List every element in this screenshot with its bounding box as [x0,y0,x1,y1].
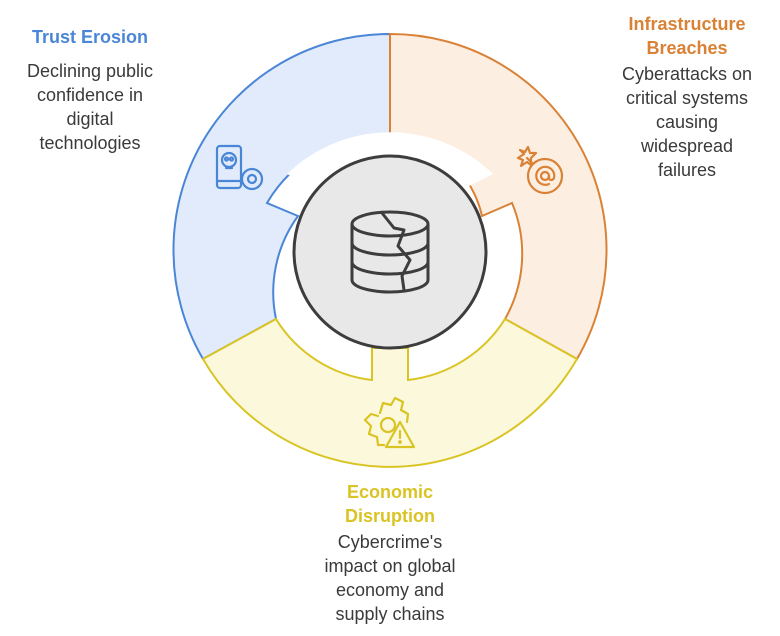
segment-economic-disruption [201,317,579,468]
label-economic-disruption: Economic Disruption Cybercrime's impact … [290,480,490,626]
center-circle [292,154,488,350]
trust-desc-line: technologies [39,133,141,153]
econ-title: Economic Disruption [290,480,490,528]
econ-desc-line: impact on global [324,556,456,576]
infra-desc-line: causing [655,112,719,132]
econ-desc-line: economy and [335,580,445,600]
infra-desc-line: critical systems [625,88,748,108]
trust-title: Trust Erosion [5,25,175,49]
infra-title: Infrastructure Breaches [598,12,776,60]
econ-desc-line: supply chains [335,604,445,624]
infra-desc-line: failures [657,160,717,180]
cracked-database-icon [350,210,430,294]
infra-title-line: Infrastructure [628,14,746,34]
gear-warning-icon [363,396,416,449]
trust-title-line: Trust Erosion [31,27,148,47]
trust-description: Declining public confidence in digital t… [5,59,175,155]
infra-desc-line: widespread [640,136,734,156]
infra-desc-line: Cyberattacks on [621,64,753,84]
trust-desc-line: Declining public [26,61,154,81]
econ-title-line: Disruption [345,506,435,526]
trust-desc-line: confidence in [36,85,144,105]
econ-desc-line: Cybercrime's [337,532,443,552]
econ-title-line: Economic [346,482,434,502]
trust-desc-line: digital [66,109,114,129]
econ-description: Cybercrime's impact on global economy an… [290,530,490,626]
phone-skull-icon [215,144,264,191]
infra-title-line: Breaches [646,38,728,58]
label-infrastructure-breaches: Infrastructure Breaches Cyberattacks on … [598,12,776,182]
bomb-at-icon [516,145,564,195]
infra-description: Cyberattacks on critical systems causing… [598,62,776,182]
label-trust-erosion: Trust Erosion Declining public confidenc… [5,25,175,155]
